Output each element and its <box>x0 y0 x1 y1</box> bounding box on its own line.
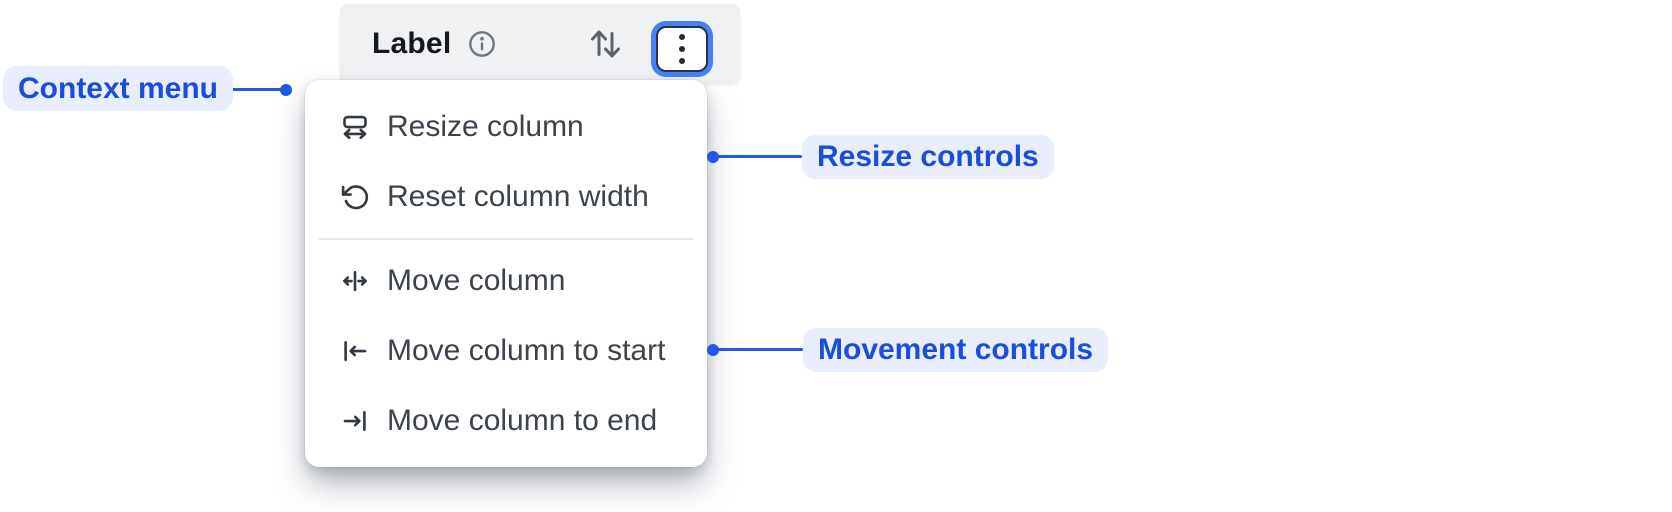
connector-dot-resize-controls <box>707 151 719 163</box>
move-to-end-icon <box>340 406 370 436</box>
menu-item-label: Resize column <box>387 110 584 143</box>
menu-item-move-column-to-start[interactable]: Move column to start <box>305 316 707 386</box>
menu-item-reset-column-width[interactable]: Reset column width <box>305 162 707 232</box>
menu-item-move-column[interactable]: Move column <box>305 246 707 316</box>
menu-item-move-column-to-end[interactable]: Move column to end <box>305 386 707 456</box>
kebab-menu-icon <box>656 26 708 72</box>
annotation-resize-controls: Resize controls <box>802 135 1054 179</box>
move-to-start-icon <box>340 336 370 366</box>
sort-arrows-icon[interactable] <box>583 21 629 67</box>
connector-line-movement-controls <box>714 348 803 351</box>
menu-item-label: Move column <box>387 264 566 297</box>
resize-column-icon <box>340 112 370 142</box>
column-header: Label <box>340 4 740 84</box>
reset-width-icon <box>340 182 370 212</box>
menu-divider <box>319 238 693 240</box>
annotation-movement-controls: Movement controls <box>803 328 1109 372</box>
connector-dot-movement-controls <box>707 344 719 356</box>
menu-item-resize-column[interactable]: Resize column <box>305 92 707 162</box>
info-icon[interactable] <box>467 29 497 59</box>
menu-item-label: Reset column width <box>387 180 649 213</box>
connector-dot-context-menu <box>280 84 292 96</box>
menu-item-label: Move column to start <box>387 334 666 367</box>
move-column-icon <box>340 266 370 296</box>
connector-line-resize-controls <box>714 155 802 158</box>
column-context-menu: Resize column Reset column width <box>305 80 707 467</box>
column-menu-button[interactable] <box>651 21 713 77</box>
annotation-context-menu: Context menu <box>3 66 234 111</box>
connector-line-context-menu <box>208 88 284 91</box>
menu-item-label: Move column to end <box>387 404 658 437</box>
column-title: Label <box>372 27 452 60</box>
